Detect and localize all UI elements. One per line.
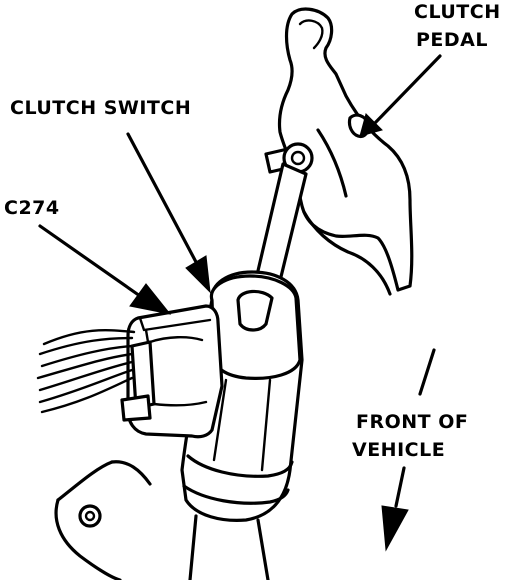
label-clutch-switch: CLUTCH SWITCH [10,97,191,119]
label-clutch-pedal-line1: CLUTCH [414,1,501,23]
label-connector-c274: C274 [4,197,60,219]
leader-clutch-switch [126,132,211,294]
label-front-line1: FRONT OF [356,411,468,433]
label-front-line2: VEHICLE [352,439,445,461]
label-clutch-pedal-line2: PEDAL [416,29,488,51]
mounting-bracket [54,460,152,580]
connector-c274 [36,304,224,439]
leader-clutch-pedal [359,54,442,137]
front-direction-arrow [381,348,436,552]
leader-c274 [38,224,172,315]
